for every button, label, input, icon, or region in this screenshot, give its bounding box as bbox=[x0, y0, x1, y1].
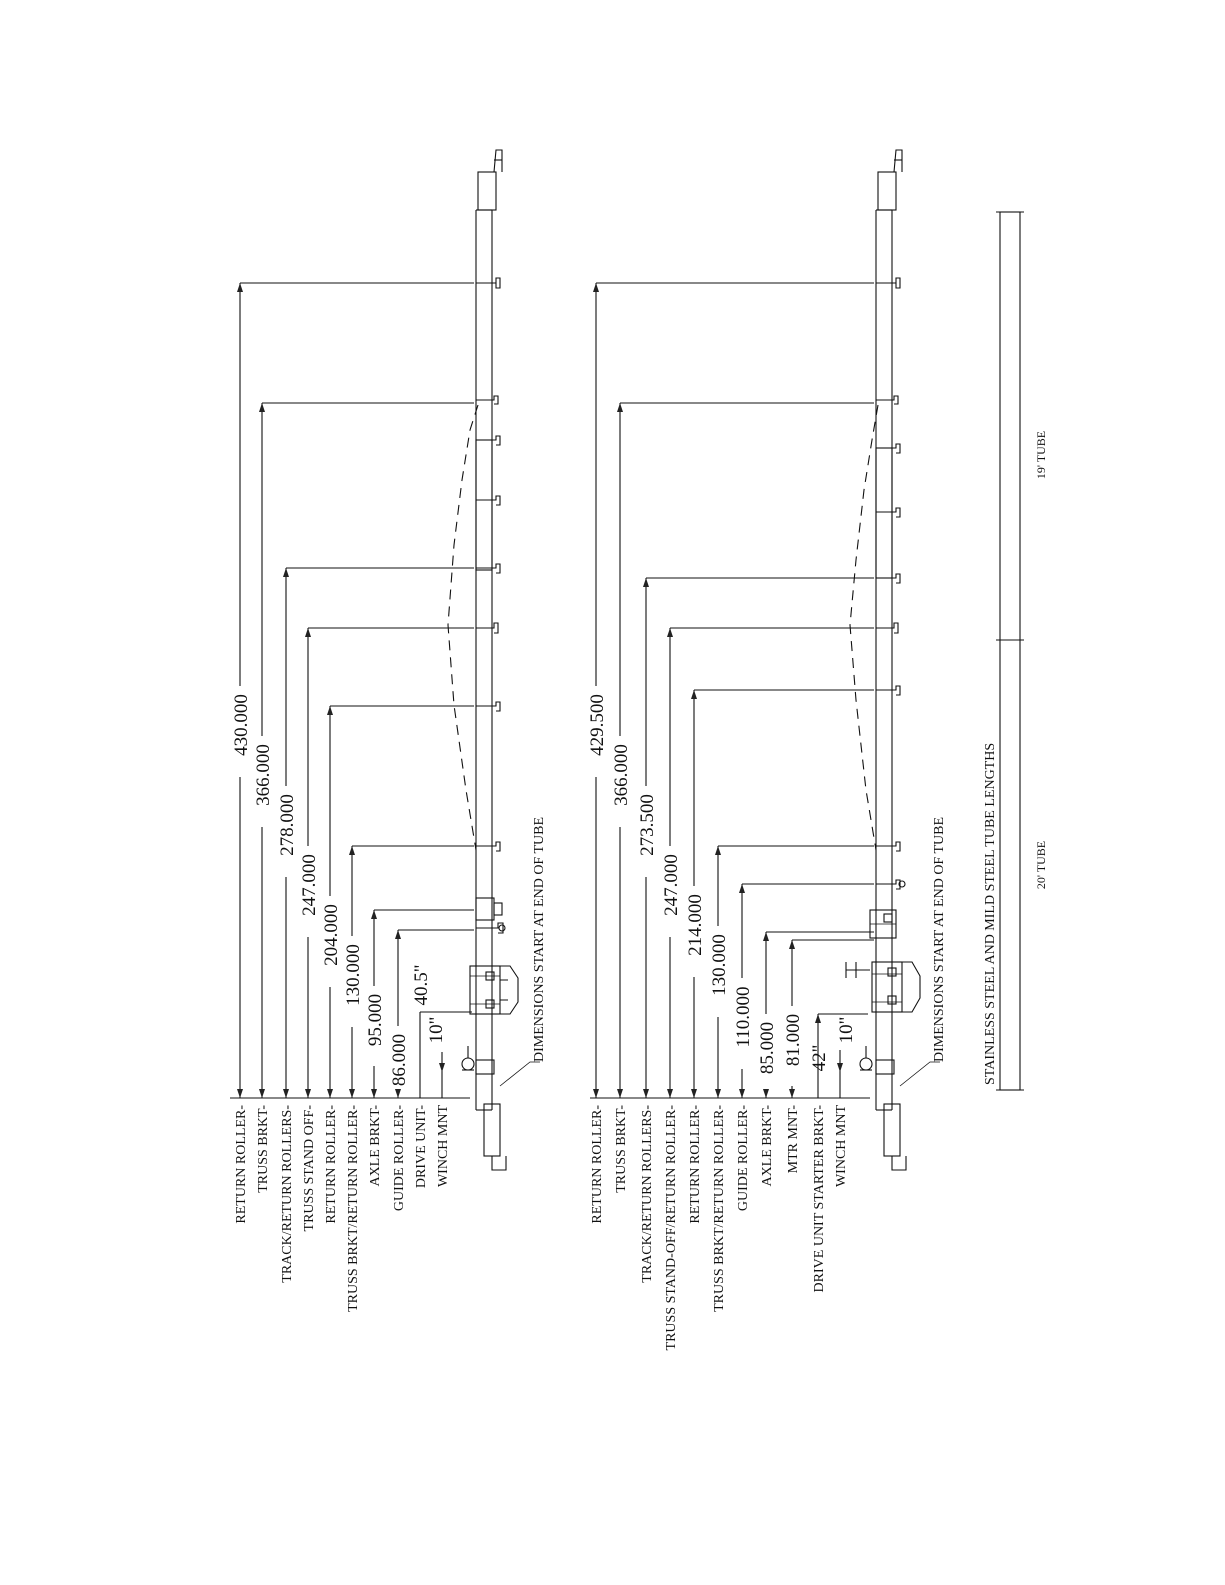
drawing-b-label: TRUSS BRKT/RETURN ROLLER- bbox=[712, 1105, 727, 1312]
drawing-a-dimension-value: 95.000 bbox=[365, 994, 386, 1046]
drawing-a-label: TRACK/RETURN ROLLERS- bbox=[280, 1105, 295, 1283]
drawing-a-label: WINCH MNT bbox=[436, 1105, 451, 1187]
drawing-b-dimension-value: 130.000 bbox=[709, 934, 730, 996]
drawing-a-dimension-value: 247.000 bbox=[299, 854, 320, 916]
drawing-b-dimension-value: 85.000 bbox=[757, 1022, 778, 1074]
drawing-a-dimension-value: 366.000 bbox=[253, 744, 274, 806]
drawing-a-label: TRUSS BRKT/RETURN ROLLER- bbox=[346, 1105, 361, 1312]
drawing-a-dashed-profile bbox=[447, 404, 479, 851]
drawing-a-label: RETURN ROLLER- bbox=[324, 1105, 339, 1224]
drawing-b-dimension-value: 42" bbox=[809, 1045, 830, 1072]
drawing-b-note-leader bbox=[899, 1061, 940, 1087]
drawing-a-brackets bbox=[475, 277, 506, 934]
drawing-a-dimension-value: 40.5" bbox=[411, 964, 432, 1005]
drawing-b-label: WINCH MNT bbox=[834, 1105, 849, 1187]
drawing-a-label: TRUSS STAND OFF- bbox=[302, 1105, 317, 1232]
drawing-a-dimension-value: 204.000 bbox=[321, 904, 342, 966]
drawing-b-label: AXLE BRKT- bbox=[760, 1105, 775, 1187]
drawing-a-label: DRIVE UNIT- bbox=[414, 1105, 429, 1188]
drawing-a-dimension-value: 86.000 bbox=[389, 1034, 410, 1086]
drawing-b-drive-unit bbox=[845, 961, 921, 1075]
drawing-a-label: RETURN ROLLER- bbox=[234, 1105, 249, 1224]
drawing-b-dimension-value: 366.000 bbox=[611, 744, 632, 806]
drawing-b-tube bbox=[875, 149, 907, 1171]
drawing-a-dimension-value: 430.000 bbox=[231, 694, 252, 756]
drawing-b-label: TRUSS STAND-OFF/RETURN ROLLER- bbox=[664, 1105, 679, 1351]
drawing-a-note: DIMENSIONS START AT END OF TUBE bbox=[532, 817, 547, 1062]
drawing-a-label: AXLE BRKT- bbox=[368, 1105, 383, 1187]
drawing-a-drive-unit bbox=[461, 965, 519, 1075]
drawing-a-dimension-value: 10" bbox=[426, 1017, 447, 1044]
drawing-a bbox=[230, 149, 519, 1171]
drawing-text-layer: RETURN ROLLER- TRUSS BRKT- TRACK/RETURN RO… bbox=[231, 431, 1048, 1351]
drawing-b-note: DIMENSIONS START AT END OF TUBE bbox=[932, 817, 947, 1062]
drawing-b-label: DRIVE UNIT STARTER BRKT- bbox=[812, 1105, 827, 1293]
drawing-b-label: GUIDE ROLLER- bbox=[736, 1105, 751, 1211]
drawing-b-dashed-profile bbox=[849, 404, 879, 851]
drawing-b-dimension-value: 429.500 bbox=[587, 694, 608, 756]
drawing-b-dimension-value: 273.500 bbox=[637, 794, 658, 856]
drawing-a-dimension-value: 278.000 bbox=[277, 794, 298, 856]
tube-lengths-title: STAINLESS STEEL AND MILD STEEL TUBE LENG… bbox=[983, 743, 998, 1085]
drawing-b-label: TRACK/RETURN ROLLERS- bbox=[640, 1105, 655, 1283]
drawing-b-dimension-value: 110.000 bbox=[733, 986, 754, 1047]
drawing-b-label: MTR MNT- bbox=[786, 1105, 801, 1174]
drawing-b-dimension-value: 10" bbox=[836, 1017, 857, 1044]
drawing-b-brackets bbox=[869, 277, 906, 939]
drawing-a-label: GUIDE ROLLER- bbox=[392, 1105, 407, 1211]
drawing-b-dimension-value: 81.000 bbox=[783, 1014, 804, 1066]
drawing-b-dimension-value: 214.000 bbox=[685, 894, 706, 956]
drawing-a-label: TRUSS BRKT- bbox=[256, 1105, 271, 1193]
drawing-b-label: RETURN ROLLER- bbox=[688, 1105, 703, 1224]
drawing-b-label: TRUSS BRKT- bbox=[614, 1105, 629, 1193]
drawing-b-label: RETURN ROLLER- bbox=[590, 1105, 605, 1224]
drawing-b-dimension-lines bbox=[593, 282, 940, 1098]
tube-lengths-bar bbox=[996, 211, 1024, 1091]
tube-segment-20ft: 20' TUBE bbox=[1034, 841, 1048, 889]
tube-segment-19ft: 19' TUBE bbox=[1034, 431, 1048, 479]
drawing-a-note-leader bbox=[499, 1061, 540, 1087]
drawing-a-dimension-value: 130.000 bbox=[343, 944, 364, 1006]
drawing-b-dimension-value: 247.000 bbox=[661, 854, 682, 916]
drawing-b bbox=[590, 149, 921, 1171]
drawing-a-dimension-lines bbox=[237, 282, 540, 1098]
drawing-a-tube bbox=[475, 149, 507, 1171]
